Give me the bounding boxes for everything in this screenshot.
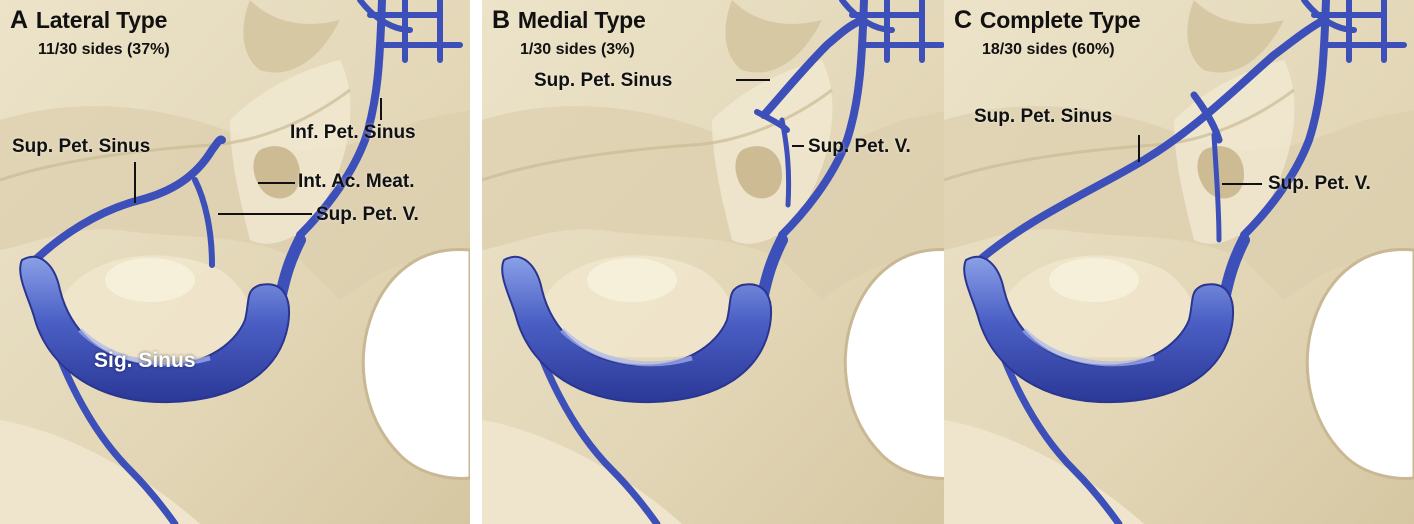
panel-a-illustration [0,0,470,524]
panel-subtitle: 18/30 sides (60%) [982,41,1115,58]
label-sig-sinus: Sig. Sinus [94,349,196,372]
label-sup-pet-sinus: Sup. Pet. Sinus [974,106,1113,127]
label-sup-pet-v: Sup. Pet. V. [316,204,419,225]
label-sup-pet-v: Sup. Pet. V. [808,136,911,157]
label-inf-pet-sinus: Inf. Pet. Sinus [290,122,416,143]
panel-subtitle: 11/30 sides (37%) [38,41,170,58]
panel-c-illustration [944,0,1414,524]
label-int-ac-meat: Int. Ac. Meat. [298,171,415,192]
panel-b-illustration [482,0,952,524]
label-sup-pet-sinus: Sup. Pet. Sinus [534,70,673,91]
label-sup-pet-v: Sup. Pet. V. [1268,173,1371,194]
panel-subtitle: 1/30 sides (3%) [520,41,635,58]
label-sup-pet-sinus: Sup. Pet. Sinus [12,136,151,157]
